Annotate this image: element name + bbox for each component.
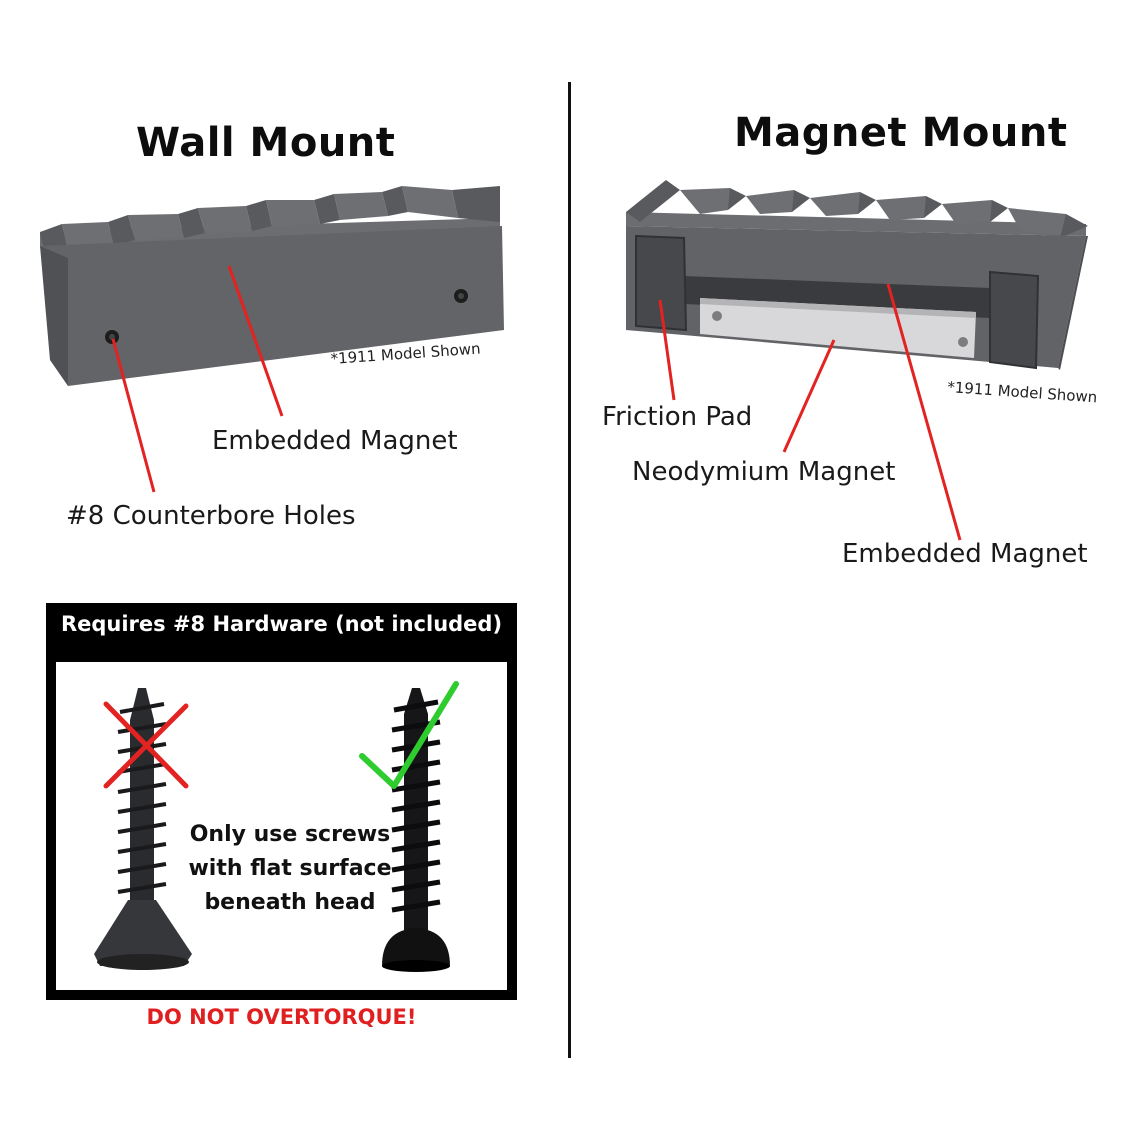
- hardware-note-line-1: Only use screws: [189, 822, 391, 847]
- hardware-note: Only use screws with flat surface beneat…: [180, 818, 400, 920]
- overtorque-warning: DO NOT OVERTORQUE!: [146, 1005, 417, 1029]
- hardware-header: Requires #8 Hardware (not included): [60, 612, 503, 636]
- magnet-mount-title: Magnet Mount: [734, 110, 1068, 156]
- wrong-cross-icon: [103, 701, 189, 789]
- neodymium-magnet-label: Neodymium Magnet: [632, 457, 896, 487]
- magnet-mount-block-image: [626, 180, 1088, 370]
- neodymium-magnet-callout-line: [782, 339, 836, 453]
- embedded-magnet-callout-line-2: [886, 283, 962, 541]
- center-divider: [568, 82, 571, 1058]
- friction-pad-callout-line: [658, 299, 676, 401]
- countersunk-screw-image: [94, 688, 192, 970]
- embedded-magnet-callout-line: [227, 265, 284, 417]
- embedded-magnet-label: Embedded Magnet: [212, 426, 458, 456]
- correct-check-icon: [359, 681, 459, 789]
- hardware-note-line-3: beneath head: [204, 890, 376, 915]
- wall-mount-title: Wall Mount: [136, 120, 396, 166]
- counterbore-holes-callout-line: [111, 338, 156, 493]
- friction-pad-label: Friction Pad: [602, 402, 753, 432]
- counterbore-holes-label: #8 Counterbore Holes: [66, 501, 356, 531]
- wall-mount-block-image: [40, 186, 504, 386]
- embedded-magnet-label-2: Embedded Magnet: [842, 539, 1088, 569]
- hardware-note-line-2: with flat surface: [188, 856, 392, 881]
